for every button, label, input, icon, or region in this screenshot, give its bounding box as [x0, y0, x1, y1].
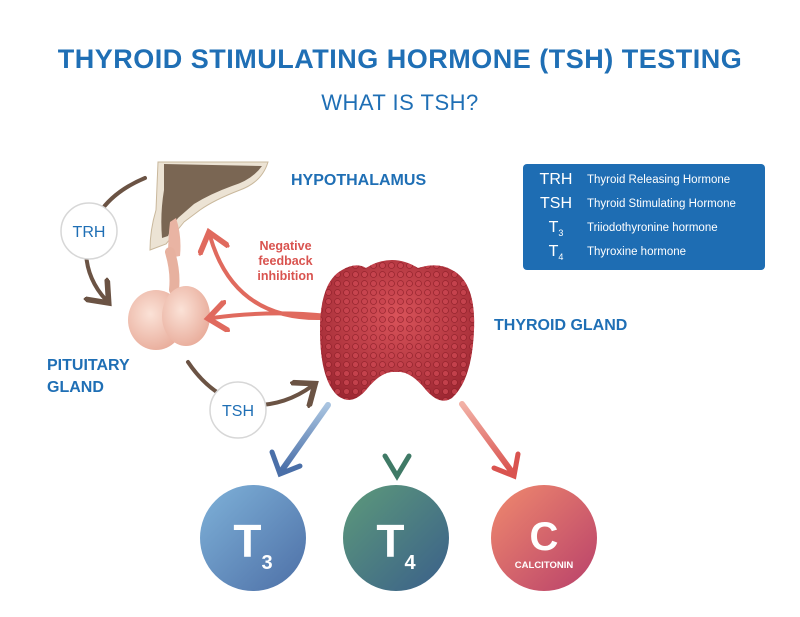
t3-main-letter: T [233, 515, 261, 567]
pituitary-label-line2: GLAND [47, 379, 104, 396]
feedback-line2: feedback [258, 254, 313, 268]
legend-row-tsh: TSH Thyroid Stimulating Hormone [523, 194, 765, 216]
legend-description: Thyroxine hormone [587, 246, 687, 258]
pituitary-illustration [128, 247, 210, 350]
t4-subscript: 4 [404, 552, 416, 574]
feedback-arrow-pituitary [212, 313, 330, 318]
legend-row-t3: T3 Triiodothyronine hormone [523, 218, 765, 240]
legend-description: Thyroid Releasing Hormone [587, 174, 731, 186]
legend-abbr: TRH [539, 171, 573, 188]
thyroid-label: THYROID GLAND [494, 317, 628, 334]
tsh-bubble-label: TSH [222, 403, 254, 420]
t4-hormone-circle: T4 [343, 485, 449, 591]
feedback-line1: Negative [259, 239, 312, 253]
calcitonin-arrowhead [491, 451, 521, 480]
page-title: THYROID STIMULATING HORMONE (TSH) TESTIN… [57, 44, 743, 74]
t3-arrowhead [269, 449, 303, 478]
t4-main-letter: T [376, 515, 404, 567]
tsh-bubble: TSH [209, 381, 267, 439]
calcitonin-caption: CALCITONIN [515, 560, 574, 571]
t4-arrowhead [382, 453, 412, 481]
page-subtitle: WHAT IS TSH? [321, 90, 479, 115]
legend-abbr: T3 [548, 219, 564, 239]
calcitonin-main-letter: C [530, 515, 559, 559]
feedback-arrow-hypothalamus [210, 236, 324, 321]
legend-description: Thyroid Stimulating Hormone [587, 198, 736, 210]
legend-description: Triiodothyronine hormone [587, 222, 718, 234]
legend-abbr: TSH [540, 195, 572, 212]
svg-text:T4: T4 [376, 515, 416, 574]
pituitary-label-line1: PITUITARY [47, 357, 130, 374]
thyroid-illustration [320, 260, 475, 401]
feedback-line3: inhibition [257, 269, 314, 283]
hypothalamus-label: HYPOTHALAMUS [291, 172, 427, 189]
legend-abbr: T4 [548, 243, 564, 263]
t3-output-arrow [279, 402, 331, 473]
calcitonin-hormone-circle: C CALCITONIN [491, 485, 597, 591]
t3-subscript: 3 [261, 552, 272, 574]
legend-box: TRH Thyroid Releasing Hormone TSH Thyroi… [523, 164, 765, 270]
pituitary-label: PITUITARY GLAND [47, 355, 130, 399]
trh-bubble: TRH [60, 202, 118, 260]
t3-hormone-circle: T3 [200, 485, 306, 591]
svg-text:T3: T3 [233, 515, 272, 574]
legend-row-trh: TRH Thyroid Releasing Hormone [523, 170, 765, 192]
calcitonin-output-arrow [459, 401, 515, 475]
trh-bubble-label: TRH [73, 224, 106, 241]
legend-row-t4: T4 Thyroxine hormone [523, 242, 765, 264]
negative-feedback-label: Negative feedback inhibition [248, 239, 323, 284]
